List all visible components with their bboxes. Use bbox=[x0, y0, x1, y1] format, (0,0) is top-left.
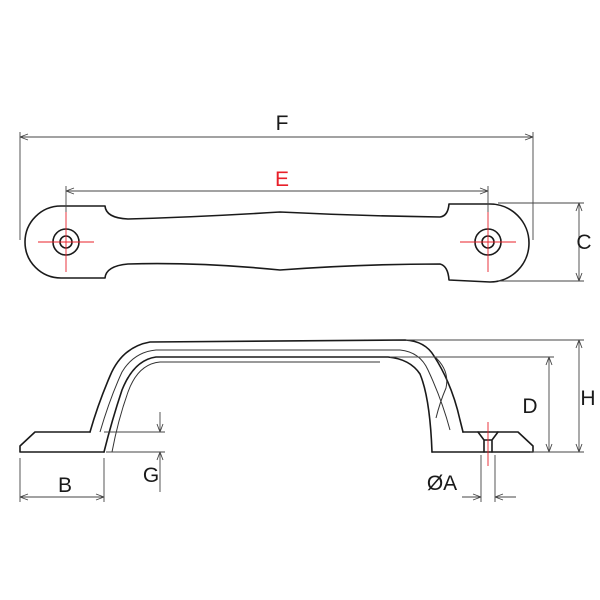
dimension-c: C bbox=[498, 202, 592, 282]
handle-inner-outline bbox=[103, 356, 433, 453]
handle-grip-detail bbox=[433, 355, 448, 419]
top-view bbox=[24, 203, 530, 283]
handle-inner-ridge bbox=[111, 361, 380, 453]
dimension-oa-label: ØA bbox=[427, 472, 457, 495]
dimension-d: D bbox=[390, 356, 554, 453]
dimension-c-label: C bbox=[576, 231, 591, 254]
dimension-oa: ØA bbox=[427, 455, 516, 502]
dimension-d-label: D bbox=[522, 395, 537, 418]
dimension-e-label: E bbox=[275, 168, 289, 191]
dimension-g-label: G bbox=[143, 464, 159, 487]
dimension-h: H bbox=[406, 339, 596, 453]
dimension-h-label: H bbox=[580, 387, 595, 410]
dimension-f: F bbox=[19, 112, 534, 240]
dimension-e: E bbox=[65, 168, 489, 212]
dimension-g: G bbox=[104, 412, 165, 492]
side-view bbox=[19, 339, 534, 466]
handle-parting-line bbox=[99, 349, 451, 433]
left-foot-outline bbox=[19, 431, 105, 453]
dimension-b-label: B bbox=[58, 474, 72, 497]
dimension-b: B bbox=[19, 458, 105, 502]
dimension-f-label: F bbox=[276, 112, 289, 135]
right-foot-outline bbox=[431, 431, 534, 453]
top-view-outline bbox=[24, 203, 530, 283]
handle-outer-outline bbox=[89, 339, 464, 433]
